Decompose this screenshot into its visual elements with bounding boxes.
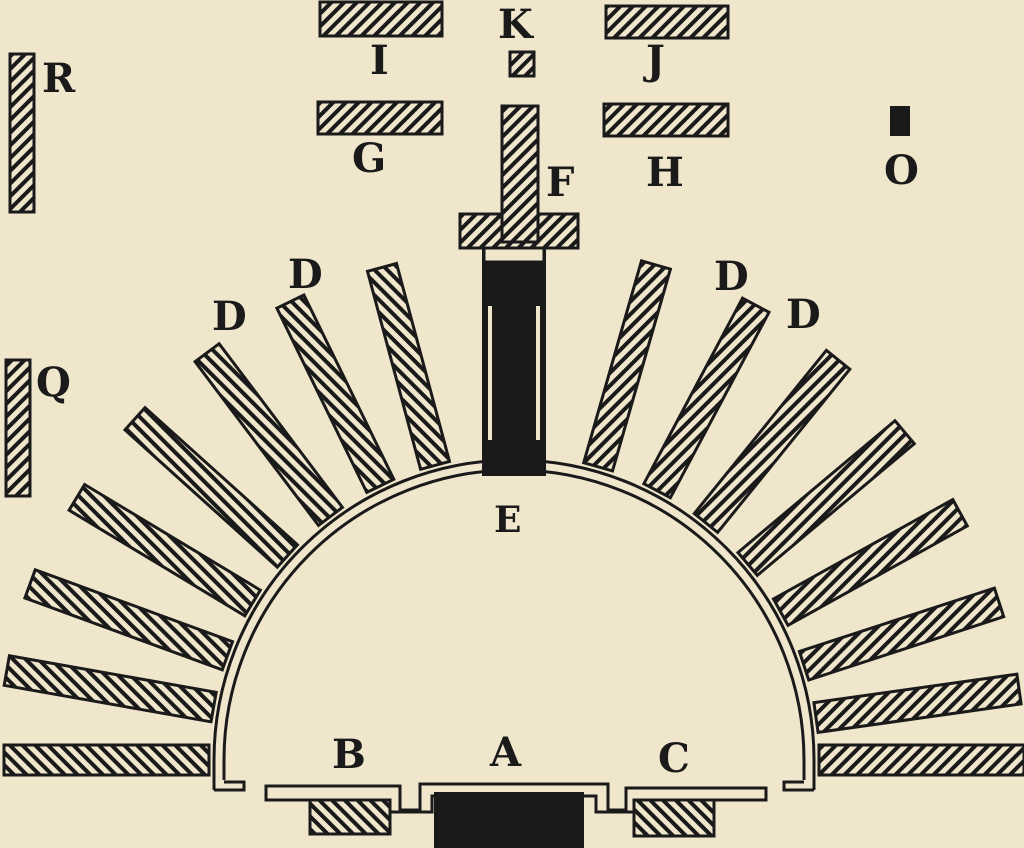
label-k: K: [498, 1, 534, 48]
seat-wedge: [771, 497, 970, 628]
seat-wedge: [812, 672, 1023, 735]
label-d-1: D: [212, 293, 247, 340]
wall-r-block: [8, 52, 36, 214]
label-f: F: [546, 159, 574, 206]
label-o: O: [884, 147, 919, 194]
stage-block-a: [434, 792, 584, 848]
seat-wedge: [2, 654, 218, 724]
seat-wedge: [692, 348, 852, 535]
wall-q-block: [4, 358, 32, 498]
seat-wedge: [22, 567, 235, 672]
label-h: H: [646, 149, 684, 196]
passage-f-block: [500, 104, 540, 244]
passage-cap: [482, 246, 546, 264]
seat-wedge: [67, 482, 263, 618]
label-i: I: [370, 37, 389, 84]
altar-k-block: [508, 50, 536, 78]
label-d-4: D: [786, 291, 821, 338]
label-j: J: [643, 37, 665, 84]
label-d-3: D: [714, 253, 749, 300]
building-j-block: [604, 4, 730, 40]
building-g-block: [316, 100, 444, 136]
seat-wedge: [192, 341, 345, 528]
label-a: A: [489, 729, 522, 776]
label-r: R: [42, 55, 76, 102]
label-e: E: [494, 499, 521, 541]
wing-block-c: [632, 798, 716, 838]
orchestra-right-foot: [782, 780, 814, 792]
building-i-block: [318, 0, 444, 38]
seat-wedge: [581, 258, 673, 473]
seat-wedge: [641, 296, 772, 500]
passage-black-block: [482, 248, 546, 476]
seat-wedge: [817, 743, 1024, 777]
label-b: B: [332, 731, 366, 778]
orchestra-left-foot: [214, 780, 246, 792]
seat-wedge: [122, 405, 300, 570]
seat-wedge: [365, 261, 452, 472]
label-c: C: [658, 735, 690, 782]
passage-white-strip-left: [488, 306, 492, 440]
building-h-block: [602, 102, 730, 138]
label-d-2: D: [288, 251, 323, 298]
passage-white-strip-right: [536, 306, 540, 440]
pillar-o-block: [890, 106, 910, 136]
seat-wedges-group: [2, 258, 1024, 777]
seat-wedge: [735, 418, 917, 578]
seat-wedge: [797, 586, 1006, 682]
seat-wedge: [2, 743, 211, 777]
label-q: Q: [36, 359, 71, 406]
label-g: G: [352, 135, 386, 182]
seat-wedge: [274, 292, 396, 495]
wing-block-b: [308, 798, 392, 836]
